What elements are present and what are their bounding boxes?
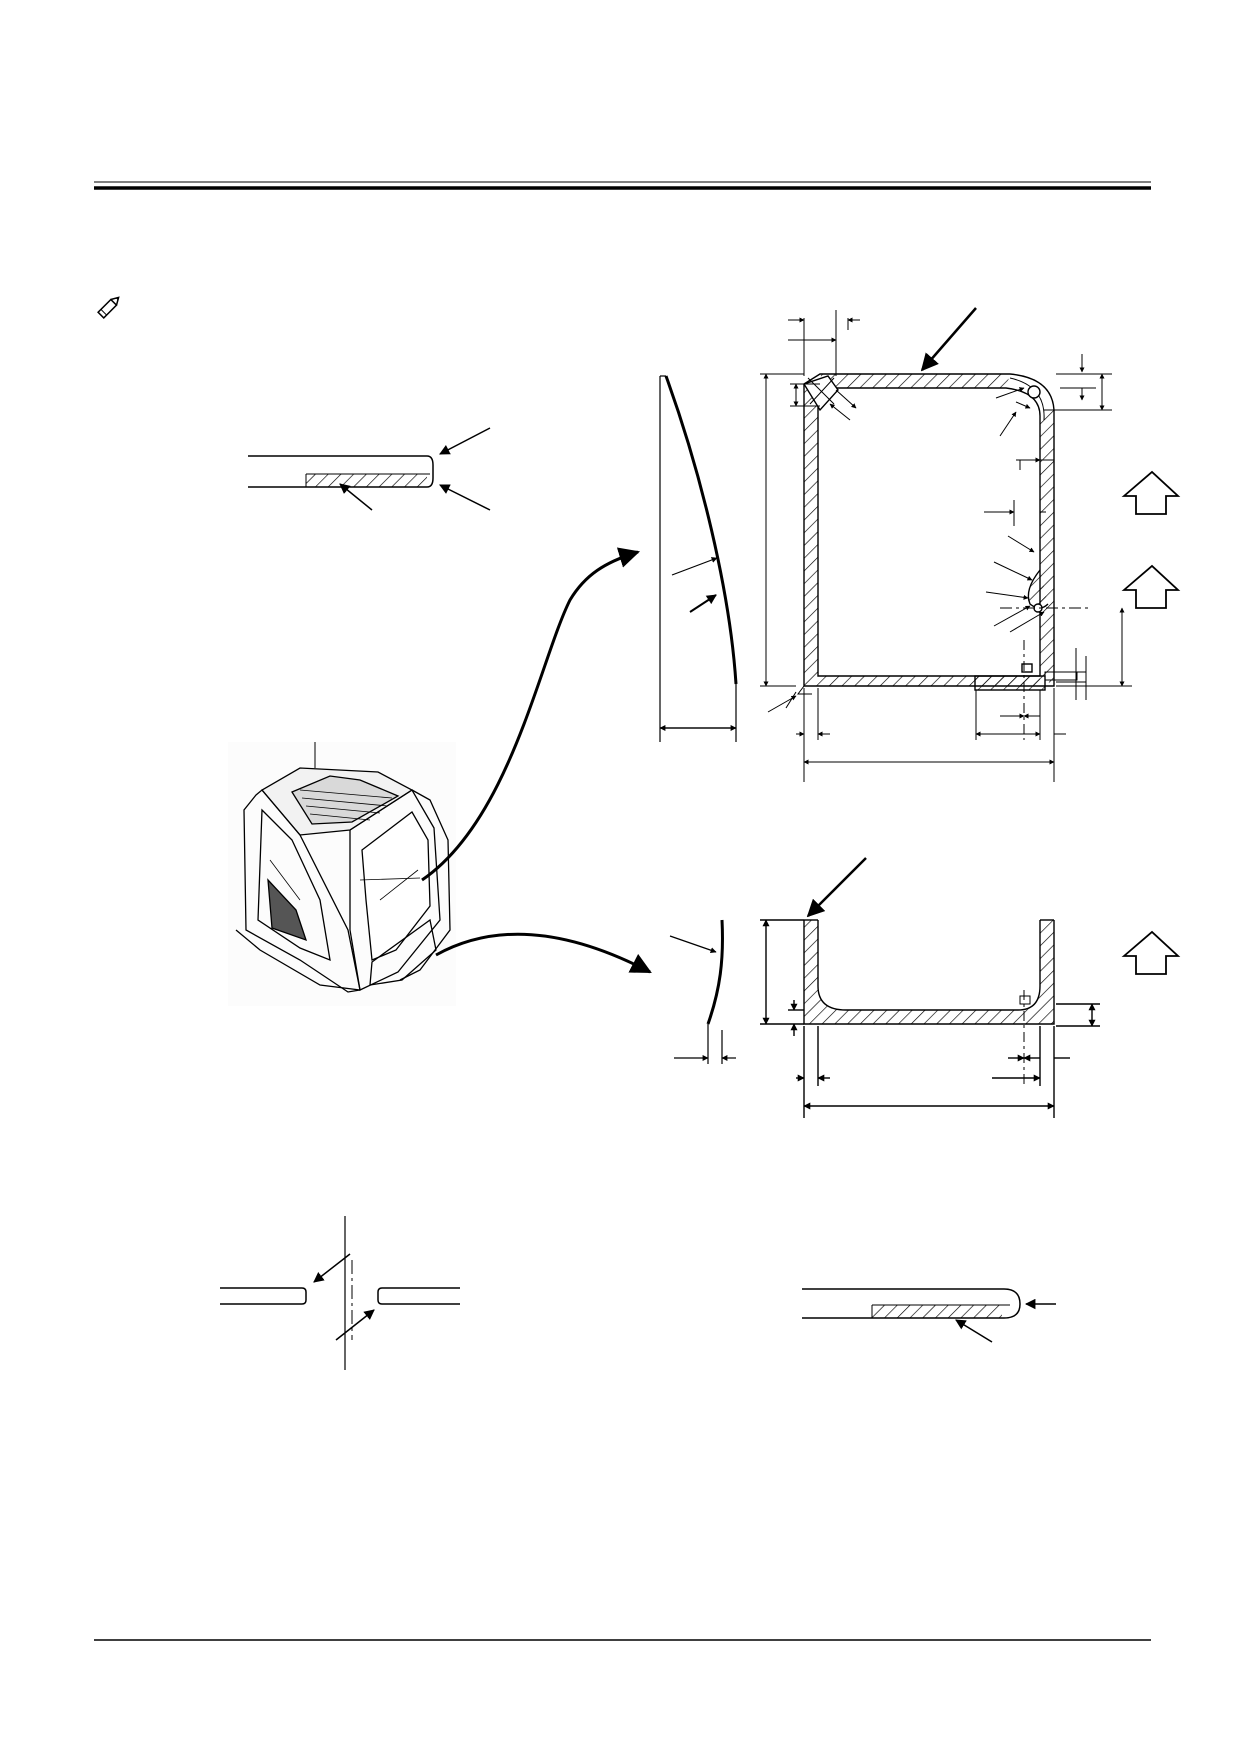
view-arrow-up-icon <box>1121 470 1181 515</box>
front-section-dimensions <box>760 307 1132 782</box>
header-rule <box>94 181 1151 190</box>
leader-curve-lower <box>435 932 652 974</box>
butt-joint-detail <box>220 1216 460 1370</box>
front-window-profile <box>659 375 738 742</box>
cab-isometric-view <box>228 742 456 1006</box>
edge-fold-detail-b <box>802 1288 1056 1343</box>
view-arrow-up-icon <box>1121 564 1181 609</box>
view-arrow-up-icon <box>1121 930 1181 975</box>
leader-curve-upper <box>421 547 641 882</box>
lower-window-section <box>760 857 1100 1118</box>
front-window-section <box>797 373 1090 740</box>
pencil-note-icon <box>97 296 120 319</box>
edge-fold-detail-a <box>248 427 491 511</box>
lower-window-profile <box>669 919 736 1064</box>
